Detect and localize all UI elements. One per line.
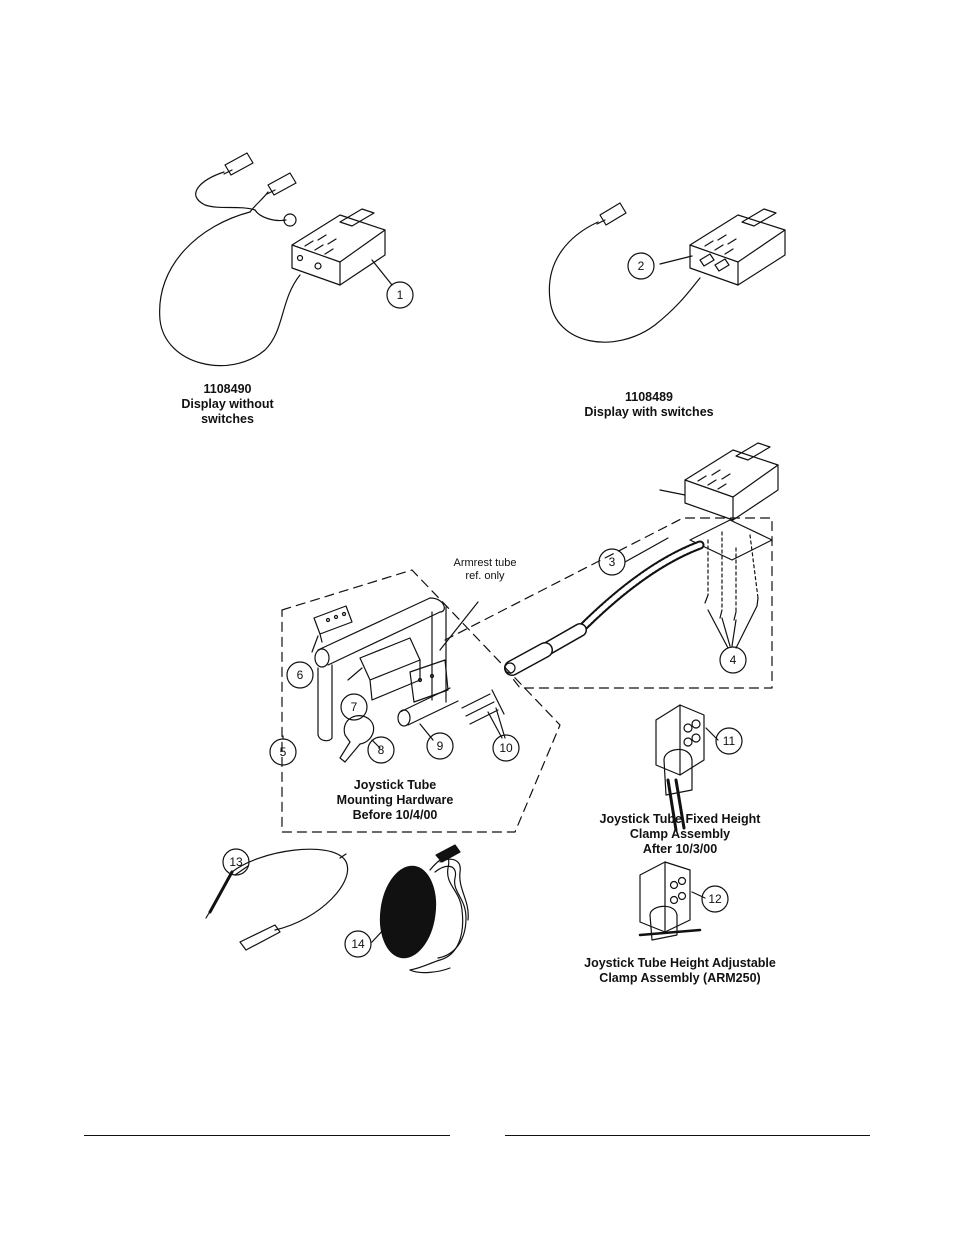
note-line: ref. only bbox=[465, 570, 505, 582]
caption-line: Clamp Assembly bbox=[629, 827, 731, 841]
fixed-height-clamp-drawing bbox=[655, 704, 719, 832]
part-number: 1108489 bbox=[625, 390, 673, 404]
callout-circles bbox=[222, 252, 747, 958]
caption-line: Clamp Assembly (ARM250) bbox=[599, 971, 761, 985]
armrest-note: Armrest tube ref. only bbox=[440, 557, 530, 583]
caption-line: Joystick Tube Fixed Height bbox=[599, 812, 761, 826]
callout-4: 4 bbox=[730, 653, 737, 667]
caption-mounting-hardware: Joystick Tube Mounting Hardware Before 1… bbox=[320, 778, 470, 823]
callout-3: 3 bbox=[609, 555, 616, 569]
caption-line: Before 10/4/00 bbox=[352, 808, 438, 822]
caption-line: Display with switches bbox=[584, 405, 714, 419]
display-with-switches-drawing bbox=[548, 202, 786, 343]
caption-line: After 10/3/00 bbox=[642, 842, 718, 856]
callout-2: 2 bbox=[638, 259, 645, 273]
callout-6: 6 bbox=[297, 668, 304, 682]
callout-9: 9 bbox=[437, 739, 444, 753]
footer-rule-left bbox=[84, 1135, 450, 1136]
caption-fixed-height-clamp: Joystick Tube Fixed Height Clamp Assembl… bbox=[590, 812, 770, 857]
callout-10: 10 bbox=[499, 741, 513, 755]
caption-display-with-switches: 1108489 Display with switches bbox=[574, 390, 724, 420]
note-line: Armrest tube bbox=[453, 557, 517, 569]
caption-display-without-switches: 1108490 Display without switches bbox=[160, 382, 295, 427]
part-number: 1108490 bbox=[203, 382, 252, 396]
adjustable-clamp-drawing bbox=[638, 861, 706, 941]
callout-12: 12 bbox=[708, 892, 722, 906]
callout-13: 13 bbox=[229, 855, 243, 869]
footer-rule-right bbox=[505, 1135, 870, 1136]
caption-line: Joystick Tube bbox=[353, 778, 437, 792]
callout-14: 14 bbox=[351, 937, 365, 951]
caption-adjustable-clamp: Joystick Tube Height Adjustable Clamp As… bbox=[575, 956, 785, 986]
callout-11: 11 bbox=[723, 734, 736, 748]
caption-line: Display without bbox=[181, 397, 274, 411]
joystick-tube-assembly-drawing bbox=[444, 442, 779, 689]
caption-line: Mounting Hardware bbox=[336, 793, 454, 807]
caption-line: switches bbox=[201, 412, 254, 426]
callout-labels: 1 2 3 4 5 6 7 8 9 10 11 12 13 14 bbox=[229, 259, 736, 951]
callout-5: 5 bbox=[280, 745, 287, 759]
coiled-cable-drawing bbox=[371, 844, 469, 974]
callout-1: 1 bbox=[397, 288, 404, 302]
cable-assembly-drawing bbox=[205, 848, 349, 951]
callout-7: 7 bbox=[351, 700, 358, 714]
caption-line: Joystick Tube Height Adjustable bbox=[584, 956, 776, 970]
callout-8: 8 bbox=[378, 743, 385, 757]
display-without-switches-drawing bbox=[159, 152, 393, 367]
mounting-hardware-drawing bbox=[281, 569, 561, 833]
